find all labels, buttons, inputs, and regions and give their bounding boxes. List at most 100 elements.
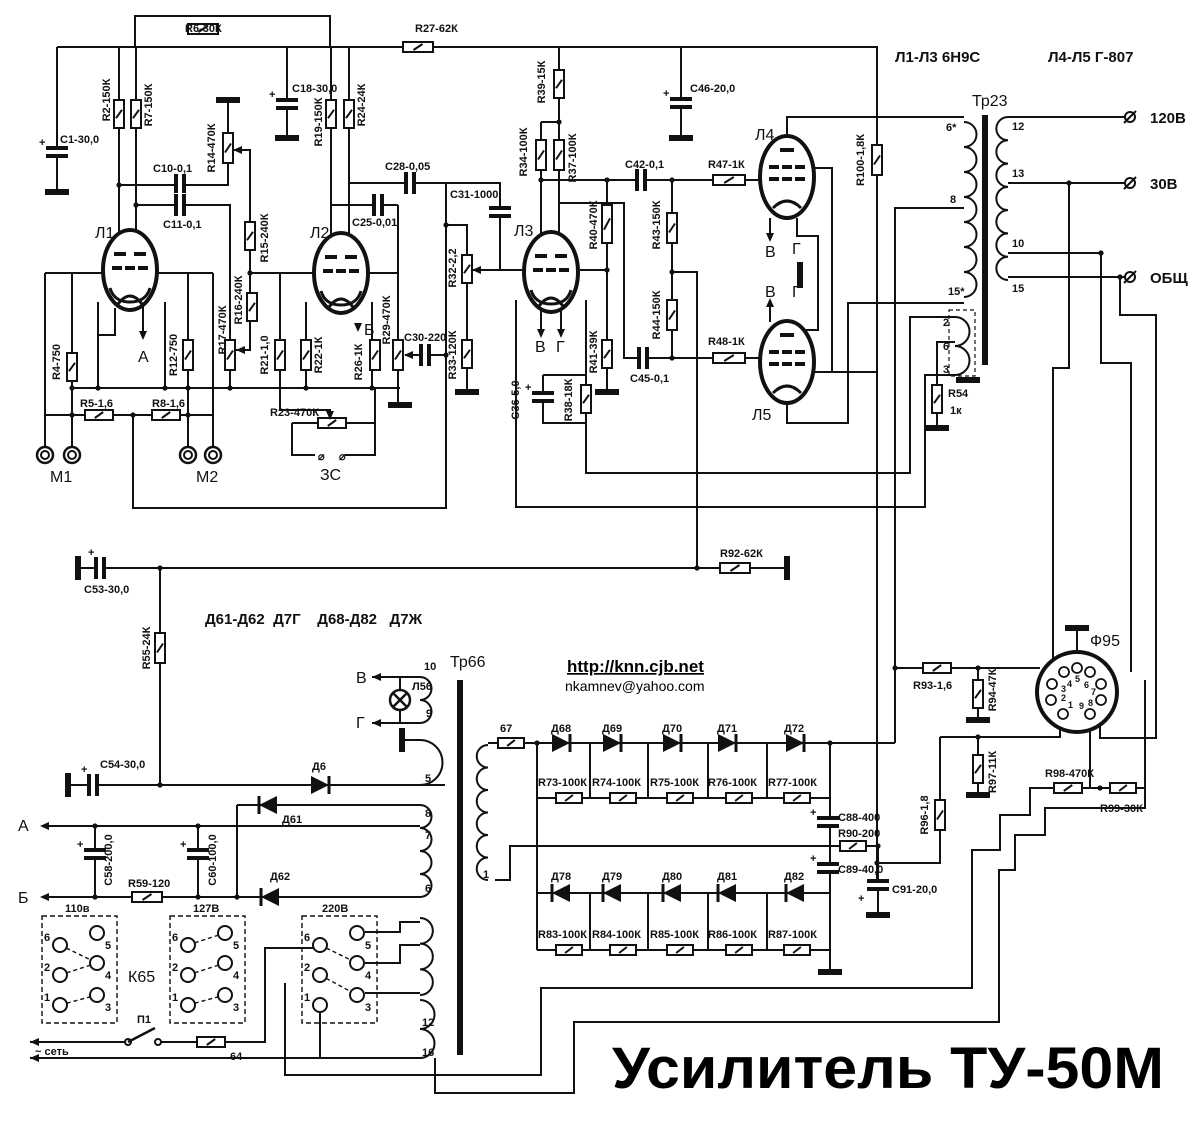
resistor (972, 679, 984, 709)
junction-dot (247, 270, 253, 276)
arrow-icon (537, 329, 545, 338)
junction-dot (1097, 785, 1103, 791)
switch-contact (349, 987, 365, 1003)
label-r47: R47-1К (708, 159, 745, 171)
label-r39: R39-15К (536, 60, 548, 103)
tube-cathode (771, 199, 803, 210)
tube-l1 (101, 228, 159, 312)
wire (559, 202, 765, 359)
resistor (246, 292, 258, 322)
capacitor (94, 556, 106, 580)
wire (365, 921, 420, 933)
junction-dot (185, 385, 191, 391)
label-r59: R59-120 (128, 878, 170, 890)
junction-dot (892, 665, 898, 671)
switch-contact-number: 3 (365, 1002, 371, 1014)
switch-contact-number: 2 (44, 962, 50, 974)
switch-contact (312, 997, 328, 1013)
plus-sign: + (858, 893, 864, 905)
label-a_top: А (138, 349, 149, 366)
resistor (712, 352, 746, 364)
label-s15: 15 (1012, 283, 1024, 295)
label-r86: R86-100К (708, 929, 757, 941)
terminal-icon: ⌀ (339, 451, 346, 463)
diagram-title: Усилитель ТУ-50М (612, 1036, 1164, 1101)
resistor-mark (276, 349, 284, 361)
label-c30: C30-220 (404, 332, 446, 344)
output-terminal (1124, 111, 1136, 123)
junction-dot (694, 565, 700, 571)
label-r8: R8-1,6 (152, 398, 185, 410)
diode-triangle (603, 734, 621, 752)
socket-pin (1046, 678, 1058, 690)
diode-types: Д61-Д62 Д7Г Д68-Д82 Д7Ж (205, 611, 423, 628)
resistor-mark (675, 946, 685, 954)
switch-contact (89, 925, 105, 941)
junction-dot (130, 412, 136, 418)
socket-pin-number: 2 (1061, 693, 1066, 703)
resistor-mark (734, 794, 744, 802)
resistor-mark (226, 349, 234, 361)
label-m2: М2 (196, 469, 218, 486)
label-c53: C53-30,0 (84, 584, 129, 596)
components: ++++⌀⌀+++++++ (30, 23, 1137, 1062)
website-link[interactable]: http://knn.cjb.net (567, 657, 704, 676)
resistor (553, 139, 565, 171)
resistor (1109, 782, 1137, 794)
label-lamp_v: В (356, 670, 367, 687)
switch-contact-number: 2 (304, 962, 310, 974)
label-c42: C42-0,1 (625, 159, 664, 171)
diode-icon (311, 776, 331, 794)
diode-triangle (259, 796, 277, 814)
wire (284, 787, 1054, 1076)
label-p15s: 15* (948, 286, 965, 298)
socket-pin-number: 3 (1061, 684, 1066, 694)
label-zs: ЗС (320, 467, 341, 484)
potentiometer (224, 339, 236, 371)
resistor-mark (115, 109, 123, 119)
label-p8: 8 (950, 194, 956, 206)
switch-contact (349, 925, 365, 941)
label-r33: R33-120К (447, 330, 459, 379)
author-email: nkamnev@yahoo.com (565, 678, 705, 694)
resistor (131, 891, 163, 903)
resistor-mark (932, 664, 942, 672)
wire (1099, 277, 1157, 739)
junction-dot (157, 565, 163, 571)
label-r98: R98-470К (1045, 768, 1094, 780)
junction-dot (874, 860, 880, 866)
capacitor (186, 848, 210, 860)
label-s13: 13 (1012, 168, 1024, 180)
wire (542, 374, 587, 424)
label-d71: Д71 (717, 723, 737, 735)
wire (672, 271, 698, 568)
arrow-icon (30, 1038, 39, 1046)
socket-pin (1084, 708, 1096, 720)
wire (495, 845, 878, 881)
socket-pin (1095, 678, 1107, 690)
diode-triangle (603, 884, 621, 902)
resistor-mark (974, 689, 982, 699)
label-r92: R92-62К (720, 548, 763, 560)
resistor (182, 339, 194, 371)
output-30v: 30В (1150, 176, 1178, 193)
arrow-icon (40, 822, 49, 830)
switch-contact-number: 2 (172, 962, 178, 974)
plus-sign: + (39, 137, 45, 149)
resistor-mark (327, 109, 335, 119)
potentiometer (461, 254, 473, 284)
label-r15: R15-240К (259, 213, 271, 262)
resistor (553, 69, 565, 99)
coil-winding (954, 316, 971, 376)
label-r48: R48-1К (708, 336, 745, 348)
label-d69: Д69 (602, 723, 622, 735)
socket-pin (1084, 666, 1096, 678)
resistor-mark (302, 349, 310, 361)
label-f3: 3 (943, 364, 949, 376)
label-r16: R16-240К (233, 275, 245, 324)
resistor (666, 944, 694, 956)
switch-contact (52, 937, 68, 953)
resistor-mark (848, 842, 858, 850)
label-sw110: 110в (65, 903, 90, 915)
switch-contact-number: 1 (304, 992, 310, 1004)
